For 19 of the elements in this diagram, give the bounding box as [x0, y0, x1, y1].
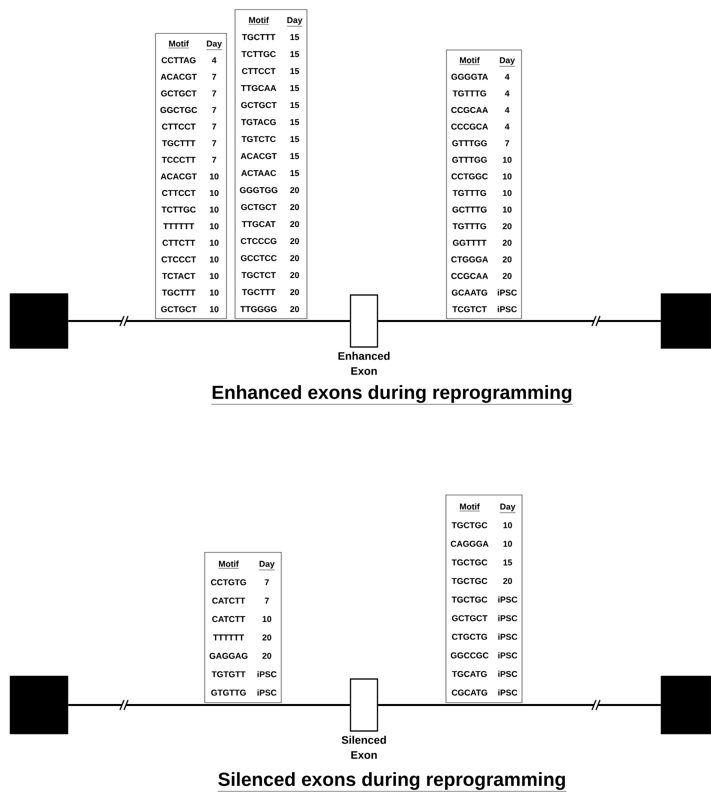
section-title: Enhanced exons during reprogramming	[211, 385, 573, 404]
broken-line	[378, 699, 661, 711]
exon-block	[10, 676, 68, 734]
motif-table: Motif Day GGGGTA 4 TGTTTG 4 CCGCAA 4 CCCGCA 4 GTTTGG 7 GTTTGG 10 CCTGGC 10 TGTTTG 10 GCTTTG 10 TGTTTG 20 GGTTTT 20 CTGGGA 20 CCGCAA 20 GCAATG iPSC TCGTCT iPSC	[446, 50, 522, 319]
exon-label: Silenced Exon	[342, 736, 386, 759]
motif-table: Motif Day TGCTGC 10 CAGGGA 10 TGCTGC 15 TGCTGC 20 TGCTGC iPSC GCTGCT iPSC CTGCTG iPSC GGCCGC iPSC TGCATG iPSC CGCATG iPSC	[446, 494, 522, 703]
exon-block	[660, 293, 711, 349]
section-title: Silenced exons during reprogramming	[218, 772, 566, 792]
broken-line	[68, 699, 350, 711]
motif-table: Motif Day TGCTTT 15 TCTTGC 15 CTTCCT 15 TTGCAA 15 GCTGCT 15 TGTACG 15 TGTCTC 15 ACACGT 15 ACTAAC 15 GGGTGG 20 GCTGCT 20 TTGCAT 20 CTCCCG 20 GCCTCC 20 TGCTCT 20 TGCTTT 20 TTGGGG 20	[234, 9, 308, 319]
exon-box	[350, 678, 378, 732]
exon-label: Enhanced Exon	[338, 352, 390, 375]
exon-box	[350, 294, 378, 348]
motif-table: Motif Day CCTTAG 4 ACACGT 7 GCTGCT 7 GGCTGC 7 CTTCCT 7 TGCTTT 7 TCCCTT 7 ACACGT 10 CTTCCT 10 TCTTGC 10 TTTTTT 10 CTTCTT 10 CTCCCT 10 TCTACT 10 TGCTTT 10 GCTGCT 10	[155, 33, 227, 319]
exon-block	[10, 293, 68, 349]
motif-table: Motif Day CCTGTG 7 CATCTT 7 CATCTT 10 TTTTTT 20 GAGGAG 20 TGTGTT iPSC GTGTTG iPSC	[204, 552, 282, 703]
broken-line	[378, 315, 661, 327]
exon-block	[660, 676, 711, 734]
broken-line	[68, 315, 350, 327]
